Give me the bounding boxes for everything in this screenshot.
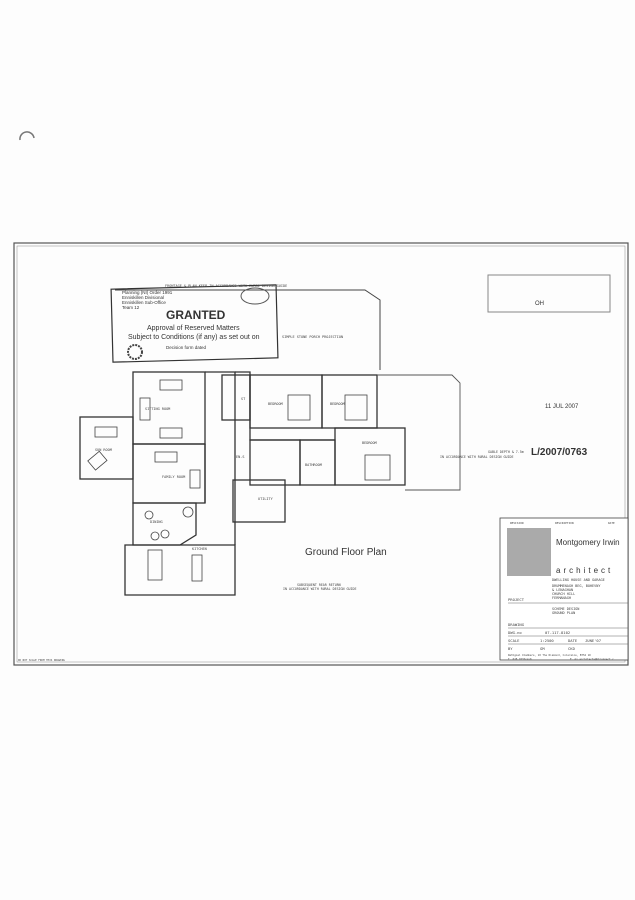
gable-note-1: GABLE DEPTH & 7.5m (488, 450, 524, 454)
porch-note: SIMPLE STONE PORCH PROJECTION (282, 335, 343, 339)
room-label-bedroom-2: BEDROOM (330, 402, 345, 406)
stamp-line-2: Subject to Conditions (if any) as set ou… (128, 334, 260, 341)
stamp-line-3: Decision form dated (166, 345, 207, 350)
room-label-bathroom: BATHROOM (305, 463, 322, 467)
stamp-seal-icon (127, 344, 143, 360)
project-line-1: DWELLING HOUSE AND GARAGE (552, 578, 605, 582)
drawing-label: DRAWING (508, 622, 525, 627)
room-label-sitting: SITTING ROOM (145, 407, 170, 411)
dwg-no-label: DWG.no (508, 630, 522, 635)
drawing-line-2: GROUND PLAN (552, 611, 575, 615)
room-label-family: FAMILY ROOM (162, 475, 185, 479)
room-label-ensuite: EN-S (236, 455, 244, 459)
project-line-2: DRUMMENAGH BEG, BOHEVNY (552, 584, 601, 588)
stamp-header-3: Enniskillen Sub-Office (122, 300, 166, 305)
firm-email: E. mi.architects@btconnect.c (570, 657, 614, 661)
reference-stamp-text: OH (535, 301, 544, 307)
house-walls (79, 371, 406, 596)
room-label-kitchen: KITCHEN (192, 547, 207, 551)
checked-label: CKD (568, 646, 576, 651)
dwg-no: 07-117-8102 (545, 630, 570, 635)
room-label-bedroom-1: BEDROOM (268, 402, 283, 406)
firm-address: Rathgoal Chambers, 10 The Diamond, Coler… (508, 653, 591, 657)
firm-subtitle: architect (556, 566, 613, 575)
room-label-utility: UTILITY (258, 497, 274, 501)
furniture (87, 379, 391, 582)
punch-hole-mark (19, 131, 35, 141)
stamp-title: GRANTED (166, 308, 226, 322)
room-label-dining: DINING (150, 520, 163, 524)
footer-note: DO NOT SCALE FROM THIS DRAWING (18, 658, 65, 662)
date-header: DATE (608, 521, 615, 525)
room-label-sun: SUN ROOM (95, 448, 112, 452)
application-number: L/2007/0763 (531, 447, 588, 458)
sheet-frame (13, 242, 629, 666)
rear-note-2: IN ACCORDANCE WITH RURAL DESIGN GUIDE (283, 587, 356, 591)
project-line-5: FERMANAGH (552, 596, 571, 600)
gable-note-2: IN ACCORDANCE WITH RURAL DESIGN GUIDE (440, 455, 513, 459)
stamp-crest-icon (240, 287, 270, 305)
project-label: PROJECT (508, 597, 525, 602)
planning-granted-stamp: Planning (NI) Order 1991 Enniskillen Div… (110, 284, 279, 363)
stamp-header-1: Planning (NI) Order 1991 (122, 290, 173, 295)
date-value: JUNE'07 (585, 638, 601, 643)
reference-stamp (487, 274, 611, 313)
room-label-store: ST (241, 397, 246, 401)
title-block: REVISION DESCRIPTION DATE Montgomery Irw… (499, 517, 629, 661)
rear-note-1: SUBSEQUENT REAR RETURN (297, 583, 341, 587)
revision-header: REVISION (510, 521, 524, 525)
firm-phone: T. 028 7035xxx0 (508, 657, 532, 661)
stamp-header-4: Team 12 (122, 305, 140, 310)
stamp-header-2: Enniskillen Divisional (122, 295, 164, 300)
project-line-4: CHURCH HILL (552, 592, 575, 596)
scale-label: SCALE (508, 638, 520, 643)
firm-name: Montgomery Irwin (556, 538, 620, 547)
date-label: DATE (568, 638, 578, 643)
by-value: GM (540, 646, 545, 651)
project-line-3: & LENAGHAN (552, 588, 573, 592)
plan-title: Ground Floor Plan (305, 547, 387, 558)
drawing-line-1: SCHEME DESIGN (552, 607, 579, 611)
received-date-stamp: 11 JUL 2007 (545, 404, 579, 410)
description-header: DESCRIPTION (555, 521, 574, 525)
firm-logo (507, 528, 551, 576)
scale-value: 1:2500 (540, 638, 554, 643)
by-label: BY (508, 646, 513, 651)
room-label-bedroom-3: BEDROOM (362, 441, 377, 445)
stamp-line-1: Approval of Reserved Matters (147, 325, 240, 332)
